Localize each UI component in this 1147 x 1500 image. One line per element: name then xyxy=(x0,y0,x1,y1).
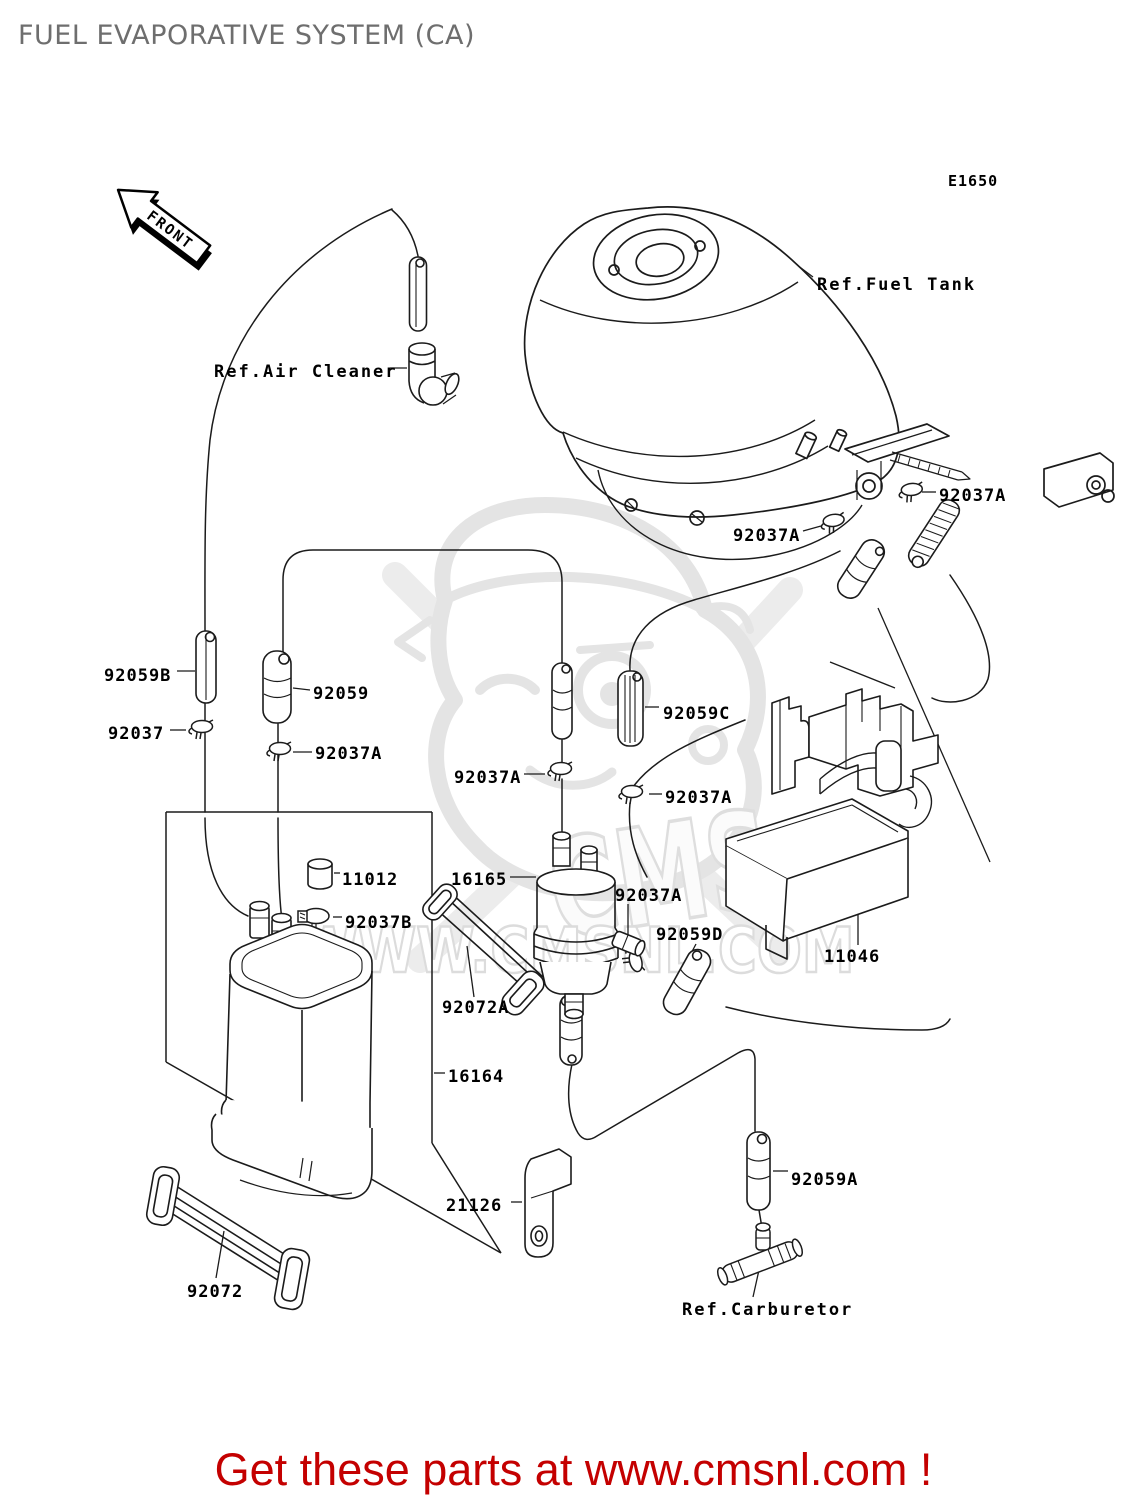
canister-group-frame xyxy=(165,811,502,1254)
part-labels: E1650 Ref.Fuel Tank Ref.Air Cleaner 9203… xyxy=(104,172,1006,1320)
label-92059A: 92059A xyxy=(791,1170,858,1190)
label-92037A-tank: 92037A xyxy=(733,526,800,546)
label-92059C: 92059C xyxy=(663,704,730,724)
hose-routing-lines xyxy=(204,208,991,1229)
hose-middle xyxy=(551,662,573,740)
label-ref-fuel-tank: Ref.Fuel Tank xyxy=(817,275,976,295)
bracket-21126-drawing xyxy=(524,1148,572,1258)
hose-92059 xyxy=(262,650,292,724)
hose-92059D xyxy=(662,948,712,1016)
label-92037A-filter: 92037A xyxy=(615,886,682,906)
canister-16164-drawing xyxy=(210,900,373,1200)
watermark-mascot xyxy=(382,497,803,973)
filter-16165-drawing xyxy=(533,831,646,1020)
label-ref-carburetor: Ref.Carburetor xyxy=(682,1300,853,1320)
label-92072A: 92072A xyxy=(442,998,509,1018)
label-11046: 11046 xyxy=(824,947,880,967)
label-92059D: 92059D xyxy=(656,925,723,945)
hose-tank-a xyxy=(836,539,886,599)
case-11046-drawing xyxy=(725,688,939,960)
label-92072: 92072 xyxy=(187,1282,243,1302)
cap-11012-drawing xyxy=(307,858,333,890)
leader-lines xyxy=(170,261,991,1298)
label-21126: 21126 xyxy=(446,1196,502,1216)
label-92037B: 92037B xyxy=(345,913,412,933)
label-92059: 92059 xyxy=(313,684,369,704)
label-16164: 16164 xyxy=(448,1067,504,1087)
clamp-92037B xyxy=(297,907,330,928)
air-cleaner-fitting-drawing xyxy=(408,256,460,406)
label-92037A-left: 92037A xyxy=(315,744,382,764)
label-92037A-mid1: 92037A xyxy=(454,768,521,788)
hose-92059C xyxy=(617,670,644,747)
strap-92072A-drawing xyxy=(422,883,545,1016)
label-16165: 16165 xyxy=(451,870,507,890)
fuel-tank-drawing xyxy=(523,206,1115,561)
diagram-code: E1650 xyxy=(948,172,998,190)
strap-92072-drawing xyxy=(145,1165,311,1311)
label-92037A-tank-right: 92037A xyxy=(939,486,1006,506)
hose-tank-b xyxy=(907,499,961,569)
label-ref-air-cleaner: Ref.Air Cleaner xyxy=(214,362,398,382)
label-92059B: 92059B xyxy=(104,666,171,686)
front-arrow-icon: FRONT xyxy=(116,188,212,271)
clamps xyxy=(188,481,925,976)
label-11012: 11012 xyxy=(342,870,398,890)
label-92037A-mid2: 92037A xyxy=(665,788,732,808)
page-title: FUEL EVAPORATIVE SYSTEM (CA) xyxy=(18,20,475,51)
carburetor-t-fitting-drawing xyxy=(716,1222,804,1286)
hose-92059B xyxy=(195,630,217,704)
label-92037: 92037 xyxy=(108,724,164,744)
hose-92059A xyxy=(746,1131,771,1211)
footer-ad-text: Get these parts at www.cmsnl.com ! xyxy=(214,1444,933,1495)
